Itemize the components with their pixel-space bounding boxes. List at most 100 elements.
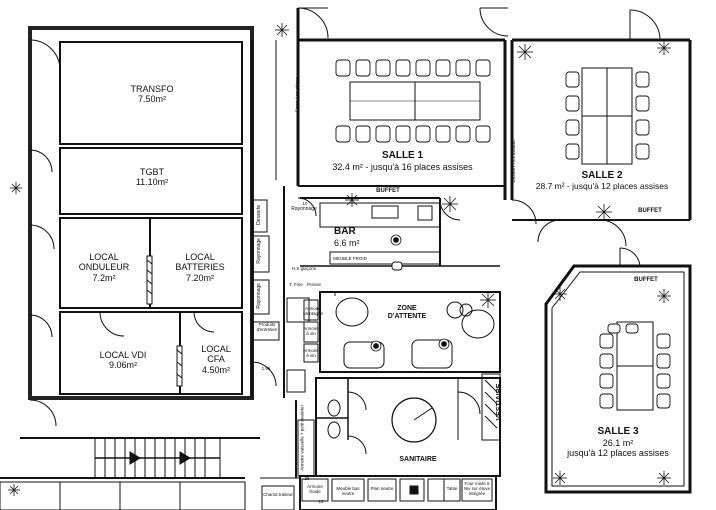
chair xyxy=(435,125,451,143)
room-transfo-name: TRANSFO xyxy=(130,84,174,94)
chair xyxy=(395,59,411,77)
chair xyxy=(335,59,351,77)
label-chariot-traiteur: Chariot traiteur xyxy=(263,492,293,497)
label-num-26: 26 xyxy=(304,476,310,481)
label-rayonnage-2: Rayonnage xyxy=(256,238,263,264)
room-local-batteries-name1: LOCAL xyxy=(185,252,215,262)
room-local-onduleur-name1: LOCAL xyxy=(89,252,119,262)
label-plan-neutre: Plan neutre xyxy=(370,486,394,491)
person-icons xyxy=(370,234,450,352)
chair xyxy=(355,125,371,143)
salle-1-table xyxy=(349,81,481,121)
bar-walls xyxy=(300,197,500,267)
chair xyxy=(335,125,351,143)
chair xyxy=(475,59,491,77)
room-salle-1-name: SALLE 1 xyxy=(381,150,424,161)
chair xyxy=(625,323,639,334)
chair xyxy=(355,59,371,77)
label-hsa: H.S glaçons xyxy=(291,266,317,271)
label-num-15: 15 xyxy=(318,499,324,504)
chair xyxy=(656,393,671,409)
room-bar-name: BAR xyxy=(334,226,356,237)
chair xyxy=(656,373,671,389)
room-transfo-area: 7.50m² xyxy=(137,94,166,105)
chair xyxy=(599,393,614,409)
room-zone-attente-name2: D'ATTENTE xyxy=(387,313,427,321)
label-desserte: Desserte xyxy=(256,204,263,225)
room-local-cfa-area: 4.50m² xyxy=(201,364,230,375)
label-armoire-froide: Armoire froide xyxy=(307,484,323,495)
room-transfo: TRANSFO 7.50m² xyxy=(112,84,192,105)
room-local-batteries-name2: BATTERIES xyxy=(175,262,225,273)
label-rayonnage-3: Rayonnage xyxy=(256,283,263,309)
chair xyxy=(455,125,471,143)
chair xyxy=(635,119,650,136)
chair xyxy=(607,323,621,334)
label-produits-entretien: Produits d'entretien xyxy=(256,322,278,333)
room-salle-3-area: 26.1 m² xyxy=(602,437,634,448)
salle-1-walls xyxy=(296,7,509,217)
chair xyxy=(475,125,491,143)
chair xyxy=(415,125,431,143)
salle-2-table xyxy=(581,67,633,165)
chair xyxy=(395,125,411,143)
room-bar-area: 6.6 m² xyxy=(334,237,360,248)
room-local-onduleur: LOCAL ONDULEUR 7.2m² xyxy=(66,252,142,283)
room-tgbt-area: 11.10m² xyxy=(135,177,169,188)
room-bar: BAR 6.6 m² xyxy=(334,226,374,248)
chair xyxy=(635,95,650,112)
label-four-mixte: Four mixte 6 Niv sur étuve intégrée xyxy=(463,481,491,497)
chair xyxy=(599,353,614,369)
room-local-batteries-area: 7.20m² xyxy=(185,272,214,283)
buffet-salle-2: BUFFET xyxy=(638,208,662,214)
room-salle-3-name: SALLE 3 xyxy=(597,426,639,437)
room-local-batteries: LOCAL BATTERIES 7.20m² xyxy=(162,252,238,283)
buffet-salle-1: BUFFET xyxy=(376,188,400,194)
room-salle-3-detail: jusqu'à 12 places assises xyxy=(567,447,669,458)
salle-2-walls xyxy=(510,9,692,247)
salle-3-walls xyxy=(544,247,692,494)
stair-area xyxy=(0,437,300,510)
label-armoire-vin-1: Armoire à vin xyxy=(303,326,319,337)
room-vestiaire: VESTIAIRE xyxy=(495,383,503,421)
room-local-cfa: LOCAL CFA 4.50m² xyxy=(190,344,242,375)
room-zone-attente-name1: ZONE xyxy=(397,305,417,312)
label-top-mark: 1.95 xyxy=(261,366,271,371)
room-tgbt: TGBT 11.10m² xyxy=(112,167,192,188)
chair xyxy=(375,59,391,77)
chair xyxy=(656,333,671,349)
label-meuble-bas: Meuble bas neutre xyxy=(336,486,360,497)
chair xyxy=(635,71,650,88)
buffet-salle-3: BUFFET xyxy=(634,277,658,283)
chair xyxy=(391,261,403,271)
chair xyxy=(635,143,650,160)
room-salle-1: SALLE 1 32.4 m² - jusqu'à 16 places assi… xyxy=(300,150,505,172)
kitchen-strip xyxy=(299,475,497,510)
room-salle-3: SALLE 3 26.1 m² jusqu'à 12 places assise… xyxy=(552,426,684,458)
label-num-6: 6 xyxy=(333,292,337,297)
room-salle-1-detail: 32.4 m² - jusqu'à 16 places assises xyxy=(332,161,473,172)
attente-walls xyxy=(319,291,501,373)
chair xyxy=(375,125,391,143)
room-local-cfa-name2: CFA xyxy=(207,354,225,365)
service-column xyxy=(251,40,319,478)
room-salle-2-name: SALLE 2 xyxy=(581,170,623,181)
chair xyxy=(656,353,671,369)
label-rayonnage-1: Rayonnage xyxy=(291,206,317,212)
label-meuble-froid: MEUBLE FROID xyxy=(333,256,367,261)
label-tete: T. Fine xyxy=(289,282,303,287)
room-sanitaire: SANITAIRE xyxy=(399,456,437,463)
room-local-vdi: LOCAL VDI 9.06m² xyxy=(78,350,168,371)
label-armoire-montagne: Armoire Montagne xyxy=(302,306,323,317)
room-local-cfa-name1: LOCAL xyxy=(201,344,231,354)
label-presse: Presse xyxy=(306,282,321,287)
room-salle-2-detail: 28.7 m² - jusqu'à 12 places assises xyxy=(535,180,669,191)
plant-icons xyxy=(8,23,671,496)
chair xyxy=(455,59,471,77)
chair xyxy=(565,95,580,112)
room-salle-2: SALLE 2 28.7 m² - jusqu'à 12 places assi… xyxy=(514,170,690,191)
chairs-group xyxy=(335,59,671,409)
chair xyxy=(435,59,451,77)
salle-3-table xyxy=(616,321,654,411)
